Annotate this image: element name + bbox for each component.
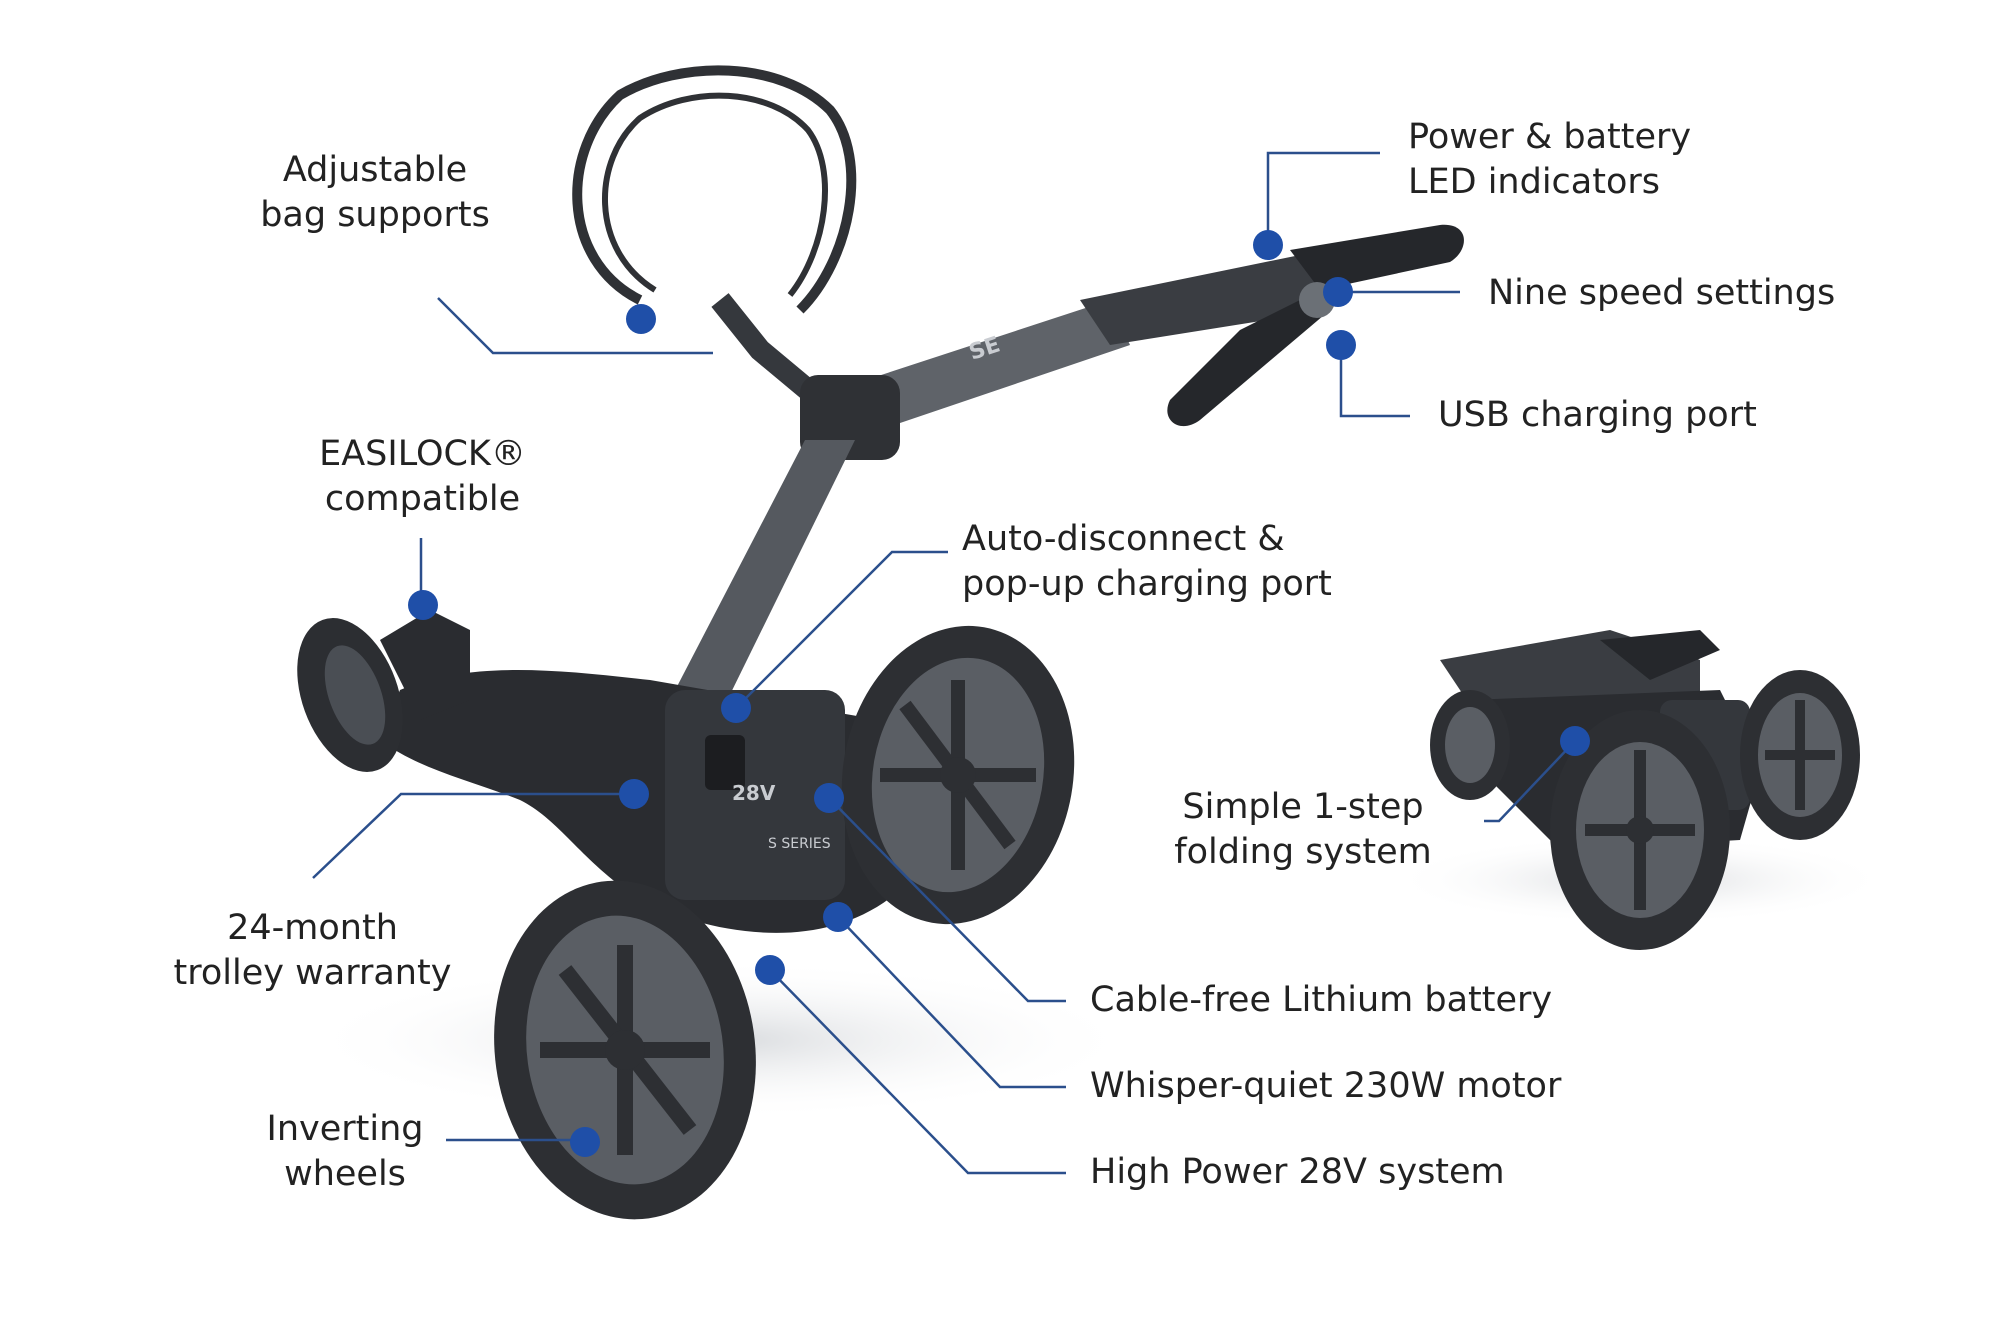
- main-trolley: [297, 65, 1464, 1220]
- folded-trolley: [1390, 630, 1890, 950]
- folded-wheel-left: [1430, 690, 1510, 800]
- folded-wheel-front: [1550, 710, 1730, 950]
- lower-shaft: [670, 440, 855, 715]
- label-warranty: 24-month trolley warranty: [173, 908, 452, 993]
- label-led-indicators: Power & battery LED indicators: [1408, 117, 1692, 202]
- label-bag-supports: Adjustable bag supports: [260, 150, 490, 235]
- front-wheel: [297, 618, 403, 772]
- label-folding-system: Simple 1-step folding system: [1174, 787, 1432, 872]
- rear-wheel-left: [494, 880, 756, 1220]
- label-lithium-battery: Cable-free Lithium battery: [1090, 980, 1553, 1020]
- bag-support-frame: [572, 65, 857, 409]
- callout-dots: [408, 230, 1590, 1157]
- label-speed-settings: Nine speed settings: [1488, 273, 1836, 313]
- label-motor: Whisper-quiet 230W motor: [1090, 1066, 1562, 1106]
- label-easilock: EASILOCK® compatible: [319, 434, 526, 519]
- label-power-system: High Power 28V system: [1090, 1152, 1505, 1192]
- body-badge: 28V: [732, 781, 776, 805]
- label-inverting-wheels: Inverting wheels: [266, 1109, 424, 1194]
- callout-lines: [312, 151, 1576, 1175]
- rear-wheel-right: [841, 625, 1075, 925]
- label-usb-port: USB charging port: [1438, 395, 1757, 435]
- folded-wheel-right: [1740, 670, 1860, 840]
- label-auto-disconnect: Auto-disconnect & pop-up charging port: [962, 519, 1332, 604]
- series-badge: S SERIES: [768, 836, 831, 852]
